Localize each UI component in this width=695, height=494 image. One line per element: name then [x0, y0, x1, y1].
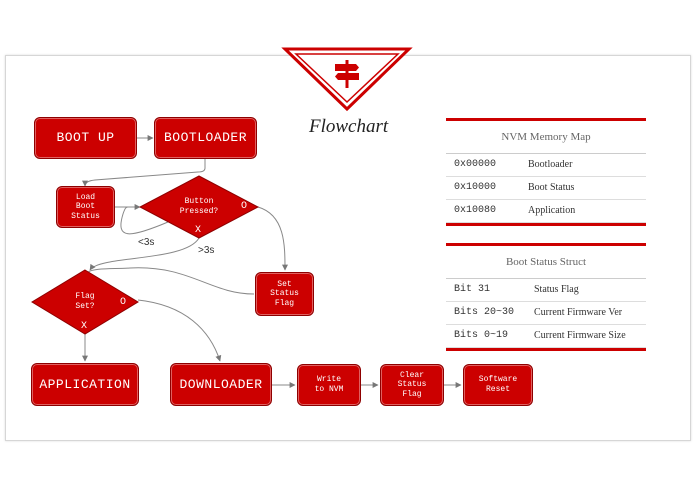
- name-cell: Application: [528, 205, 576, 216]
- bits-cell: Bit 31: [454, 284, 491, 295]
- node-set-status-flag: Set Status Flag: [255, 272, 314, 316]
- edge-flag-downloader: [137, 299, 222, 362]
- node-application: APPLICATION: [31, 363, 139, 406]
- table-row: 0x00000 Bootloader: [446, 154, 646, 177]
- node-load-boot-status: Load Boot Status: [56, 186, 115, 228]
- table-top-rule: [446, 118, 646, 121]
- edges: [82, 135, 462, 388]
- table-row: Bits 20~30 Current Firmware Ver: [446, 302, 646, 325]
- nvm-memory-map-table: NVM Memory Map 0x00000 Bootloader 0x1000…: [446, 118, 646, 226]
- table-row: 0x10000 Boot Status: [446, 177, 646, 200]
- address-cell: 0x10080: [454, 205, 497, 216]
- node-software-reset: Software Reset: [463, 364, 533, 406]
- desc-cell: Status Flag: [534, 284, 579, 295]
- address-cell: 0x10000: [454, 182, 497, 193]
- address-cell: 0x00000: [454, 159, 497, 170]
- node-boot-up: BOOT UP: [34, 117, 137, 159]
- bits-cell: Bits 0~19: [454, 330, 509, 341]
- flag-x-mark: X: [81, 321, 88, 332]
- button-x-mark: X: [195, 225, 202, 236]
- edge-button-short: [120, 206, 169, 235]
- name-cell: Bootloader: [528, 159, 573, 170]
- table-title: NVM Memory Map: [446, 121, 646, 154]
- button-o-mark: O: [241, 201, 248, 212]
- flag-o-mark: O: [120, 297, 127, 308]
- edge-label-lt3s: <3s: [138, 237, 155, 248]
- table-row: 0x10080 Application: [446, 200, 646, 223]
- desc-cell: Current Firmware Size: [534, 330, 626, 341]
- decision-button-label: Button Pressed?: [179, 197, 219, 216]
- table-bottom-rule: [446, 348, 646, 351]
- table-bottom-rule: [446, 223, 646, 226]
- edge-bootloader-load: [82, 159, 206, 187]
- boot-status-struct-table: Boot Status Struct Bit 31 Status Flag Bi…: [446, 243, 646, 351]
- bits-cell: Bits 20~30: [454, 307, 515, 318]
- node-write-nvm: Write to NVM: [297, 364, 361, 406]
- decision-flag-set: [31, 269, 139, 335]
- diagram-title: Flowchart: [309, 116, 389, 137]
- table-top-rule: [446, 243, 646, 246]
- node-downloader: DOWNLOADER: [170, 363, 272, 406]
- table-row: Bits 0~19 Current Firmware Size: [446, 325, 646, 348]
- edge-set-flag: [87, 267, 255, 295]
- node-clear-status-flag: Clear Status Flag: [380, 364, 444, 406]
- desc-cell: Current Firmware Ver: [534, 307, 623, 318]
- decisions: [31, 175, 260, 335]
- logo: [281, 47, 413, 112]
- signpost-icon: [335, 60, 359, 88]
- name-cell: Boot Status: [528, 182, 575, 193]
- edge-label-gt3s: >3s: [198, 245, 215, 256]
- table-title: Boot Status Struct: [446, 246, 646, 279]
- decision-button-pressed: [138, 175, 260, 239]
- decision-flag-label: Flag Set?: [75, 292, 95, 311]
- node-bootloader: BOOTLOADER: [154, 117, 257, 159]
- edge-button-flag: [89, 237, 200, 271]
- table-row: Bit 31 Status Flag: [446, 279, 646, 302]
- edge-button-set: [257, 206, 288, 271]
